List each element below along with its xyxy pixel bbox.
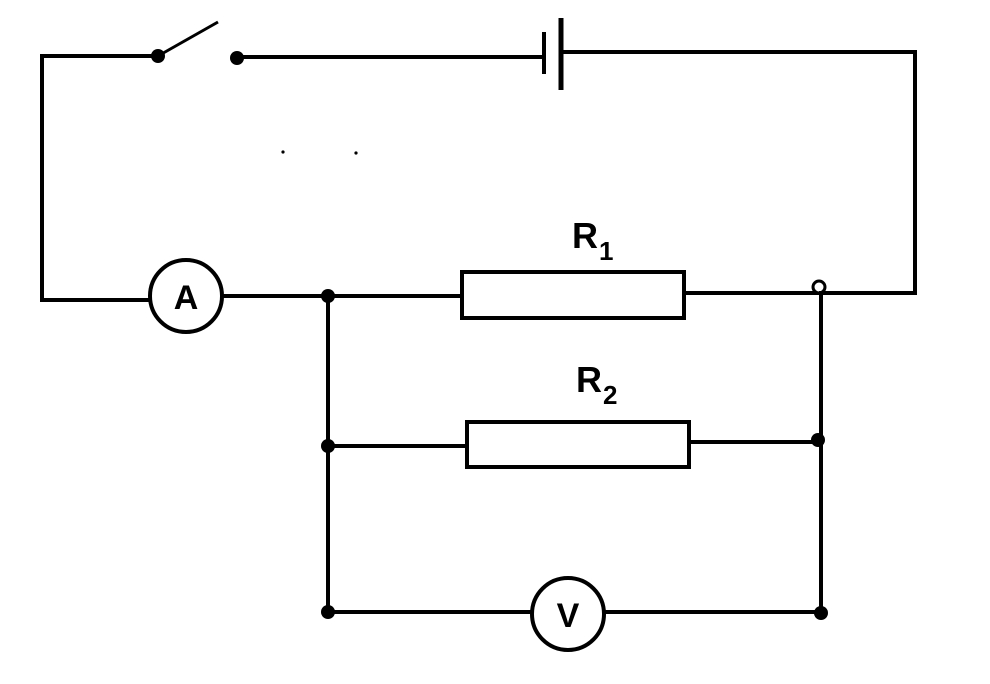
voltmeter-label: V — [557, 597, 580, 635]
resistor-2 — [465, 420, 691, 469]
voltmeter-branch: V — [326, 576, 823, 652]
resistor-1-label-subscript: 1 — [599, 236, 613, 266]
stray-dot — [354, 151, 358, 155]
junction-node — [811, 433, 825, 447]
junction-node — [321, 439, 335, 453]
resistor-2-label-letter: R — [576, 359, 602, 400]
junction-node — [814, 606, 828, 620]
resistor-1 — [460, 270, 686, 320]
resistor-2-branch: R2 — [326, 359, 823, 469]
resistor-1-branch: R1 — [326, 215, 917, 320]
ammeter-branch: A — [40, 258, 330, 334]
ammeter: A — [148, 258, 224, 334]
switch-blade — [157, 20, 219, 58]
ammeter-label: A — [174, 279, 199, 317]
battery — [542, 18, 564, 90]
switch — [151, 20, 244, 65]
resistor-2-label: R2 — [576, 359, 617, 410]
resistor-1-label: R1 — [572, 215, 613, 266]
voltmeter: V — [530, 576, 606, 652]
resistor-1-label-letter: R — [572, 215, 598, 256]
top-branch — [40, 18, 917, 302]
junction-node — [321, 289, 335, 303]
stray-dot — [281, 150, 285, 154]
junction-node — [321, 605, 335, 619]
resistor-2-label-subscript: 2 — [603, 380, 617, 410]
wire-battery-to-right — [559, 50, 917, 294]
